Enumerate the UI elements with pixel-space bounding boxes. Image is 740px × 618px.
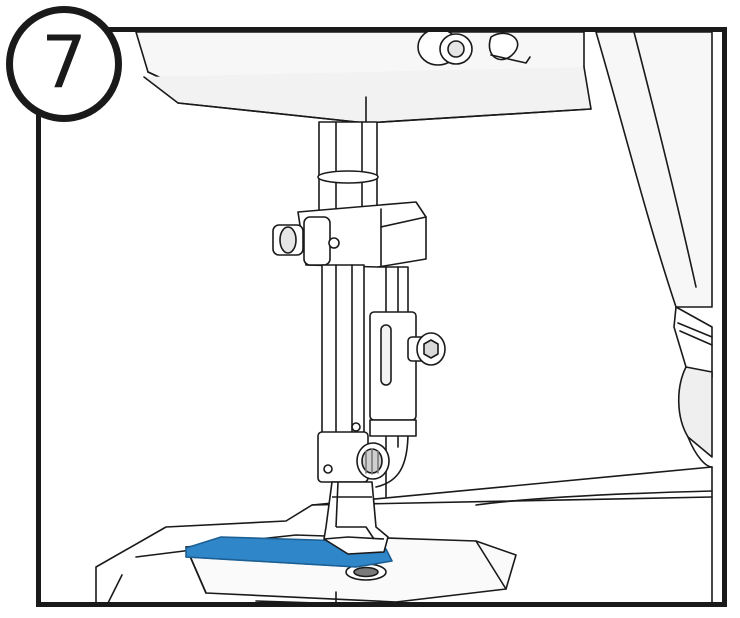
needle-bar [317, 121, 379, 213]
presser-bar [317, 264, 369, 483]
machine-head [135, 32, 592, 124]
needle-clamp [272, 201, 427, 268]
illustration-frame [36, 27, 727, 607]
thumb-screw-icon [356, 442, 390, 480]
step-number-badge: 7 [6, 6, 122, 122]
needle-guard [369, 266, 417, 498]
machine-bed [95, 466, 713, 602]
sewing-machine-illustration [95, 32, 713, 602]
step-number: 7 [41, 20, 87, 104]
machine-arm [595, 32, 713, 468]
presser-foot-icon [323, 481, 389, 555]
hex-screw-icon [407, 332, 446, 366]
